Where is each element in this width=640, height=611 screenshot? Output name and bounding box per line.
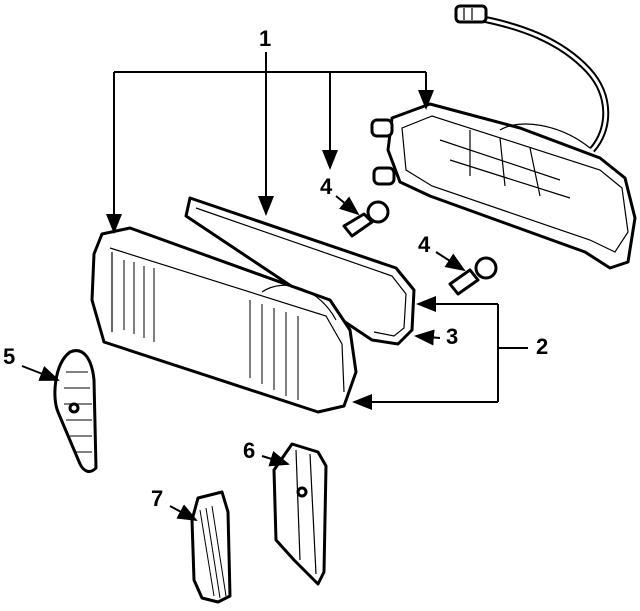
callout-5: 5 [3,344,16,369]
callout-4-lower: 4 [418,232,431,257]
callout-4-upper: 4 [320,174,333,199]
headlamp-housing [370,102,637,270]
wiring-harness [454,4,610,153]
leader-lines [21,52,528,521]
callout-2: 2 [536,334,549,359]
corner-lamp [272,442,328,586]
bulb-upper [342,200,390,238]
callout-1: 1 [259,26,272,51]
gasket-frame [184,196,416,346]
side-marker-lamp [53,349,98,473]
callout-6: 6 [243,438,256,463]
reflector [190,490,232,604]
callout-3: 3 [446,324,459,349]
headlamp-lens [90,226,358,414]
bulb-lower [448,256,498,296]
callout-7: 7 [151,486,164,511]
